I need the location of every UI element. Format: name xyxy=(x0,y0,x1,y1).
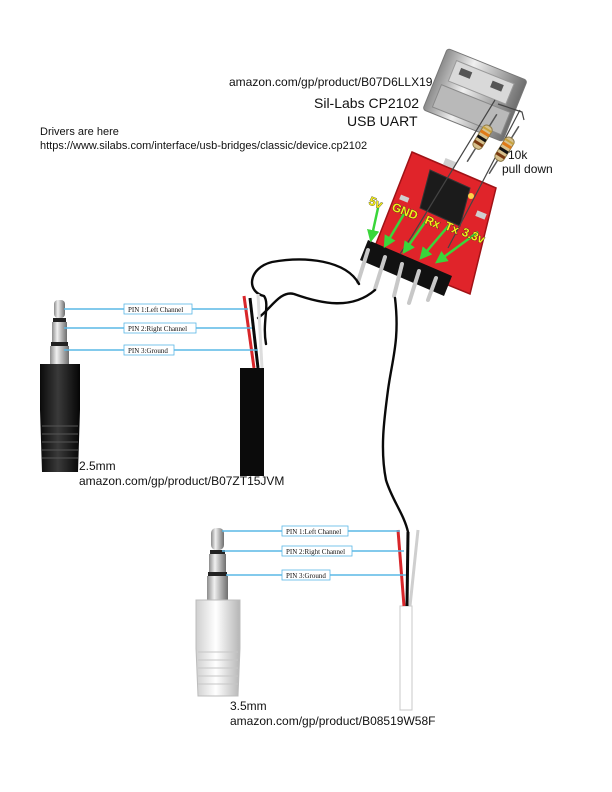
jack-35-pin2-label: PIN 2:Right Channel xyxy=(286,548,345,556)
pin-header xyxy=(360,240,452,296)
jack-25-size-label: 2.5mm xyxy=(79,459,116,473)
wire-5v-to-2-5mm xyxy=(250,258,361,346)
jack-35-amazon-link: amazon.com/gp/product/B08519W58F xyxy=(230,714,436,728)
drivers-heading: Drivers are here xyxy=(40,126,119,138)
resistor-label-line1: 10k xyxy=(508,148,528,162)
pull-down-resistor-1 xyxy=(466,113,498,163)
pin-label-tx: Tx xyxy=(443,219,462,237)
jack-25-pin3-label: PIN 3:Ground xyxy=(128,347,168,355)
module-name-line1: Sil-Labs CP2102 xyxy=(314,95,420,111)
jack-35-pin3-label: PIN 3:Ground xyxy=(286,572,326,580)
pull-down-resistor-2 xyxy=(488,125,520,175)
jack-25-pin1-label: PIN 1:Left Channel xyxy=(128,306,183,314)
header-pins xyxy=(356,248,438,305)
wire-gnd-to-2-5mm xyxy=(256,288,377,320)
jack-35-size-label: 3.5mm xyxy=(230,699,267,713)
module-name-line2: USB UART xyxy=(347,113,418,129)
jack-3-5mm: PIN 1:Left Channel PIN 2:Right Channel P… xyxy=(195,525,420,711)
resistor-label-line2: pull down xyxy=(502,162,553,176)
jack-2-5mm: PIN 1:Left Channel PIN 2:Right Channel P… xyxy=(40,293,264,476)
usb-uart-module: 5v GND Rx Tx 3.3v xyxy=(356,48,527,305)
pin-label-5v: 5v xyxy=(367,194,385,212)
module-amazon-link: amazon.com/gp/product/B07D6LLX19 xyxy=(229,75,433,89)
pin-label-rx: Rx xyxy=(423,213,443,232)
pin-arrows xyxy=(367,207,479,264)
jack-25-pin2-label: PIN 2:Right Channel xyxy=(128,325,187,333)
usb-plug xyxy=(423,48,527,142)
jack-35-pin1-label: PIN 1:Left Channel xyxy=(286,528,341,536)
wire-rx-to-3-5mm xyxy=(381,296,410,534)
drivers-url: https://www.silabs.com/interface/usb-bri… xyxy=(40,140,368,152)
jack-25-amazon-link: amazon.com/gp/product/B07ZT15JVM xyxy=(79,474,285,488)
connection-wires xyxy=(250,258,410,534)
